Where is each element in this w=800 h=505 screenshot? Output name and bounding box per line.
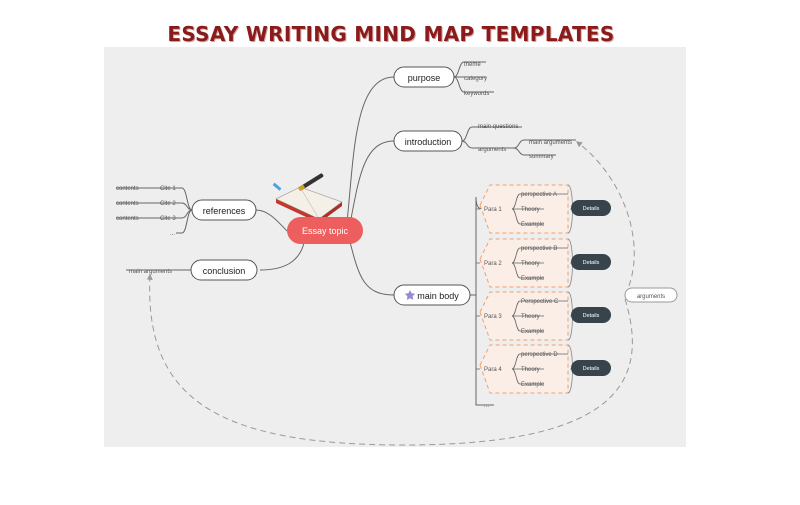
para-example: Example <box>521 382 545 388</box>
para-label: Para 4 <box>484 367 502 373</box>
branch-references <box>255 209 288 232</box>
para-label: Para 2 <box>484 261 502 267</box>
central-topic-node[interactable] <box>287 217 363 244</box>
main-body-ellipsis: ... <box>484 403 489 409</box>
para-connectors <box>476 247 568 279</box>
para-example: Example <box>521 276 545 282</box>
intro-main-arguments: main arguments <box>529 140 572 146</box>
details-button[interactable] <box>571 360 611 376</box>
details-label: Details <box>583 366 600 372</box>
star-icon <box>404 290 416 300</box>
purpose-label: purpose <box>408 73 441 83</box>
para-perspective: perspective A <box>521 192 557 198</box>
book-pen-icon <box>272 173 343 223</box>
intro-arguments: arguments <box>478 147 506 153</box>
branch-main-body <box>349 241 395 296</box>
para-connectors <box>476 353 568 385</box>
para-perspective: perspective D <box>521 352 558 358</box>
introduction-node[interactable] <box>393 130 463 152</box>
ref-ellipsis: ... <box>170 231 175 237</box>
para-theory: Theory <box>521 367 540 373</box>
references-label: references <box>203 206 246 216</box>
main-body-label: main body <box>417 291 459 301</box>
intro-main-questions: main questions <box>478 124 518 130</box>
details-label: Details <box>583 206 600 212</box>
ref-cite-1: Cite 1 <box>160 186 176 192</box>
conclusion-label: conclusion <box>203 266 246 276</box>
details-button[interactable] <box>571 200 611 216</box>
details-label: Details <box>583 313 600 319</box>
ref-contents-2: contents <box>116 201 139 207</box>
purpose-node[interactable] <box>393 66 455 88</box>
branch-introduction <box>349 140 395 225</box>
loop-arrow-intro <box>576 141 635 296</box>
arguments-label: arguments <box>637 294 665 300</box>
para-connectors <box>476 193 568 225</box>
purpose-child-keywords: keywords <box>464 91 489 97</box>
para-theory: Theory <box>521 314 540 320</box>
details-button[interactable] <box>571 307 611 323</box>
main-body-node[interactable] <box>393 284 471 306</box>
para-theory: Theory <box>521 261 540 267</box>
details-label: Details <box>583 260 600 266</box>
para-theory: Theory <box>521 207 540 213</box>
para-perspective: perspective B <box>521 246 557 252</box>
branch-conclusion <box>259 242 305 271</box>
conclusion-node[interactable] <box>190 259 258 281</box>
references-node[interactable] <box>191 199 257 221</box>
ref-cite-2: Cite 2 <box>160 201 176 207</box>
arguments-node[interactable] <box>624 287 678 303</box>
conclusion-main-arguments: main arguments <box>129 269 172 275</box>
para-perspective: Perspective C <box>521 299 559 305</box>
para-label: Para 1 <box>484 207 502 213</box>
purpose-child-category: category <box>464 76 487 82</box>
para-label: Para 3 <box>484 314 502 320</box>
intro-summary: summary <box>529 154 554 160</box>
para-example: Example <box>521 329 545 335</box>
purpose-child-theme: theme <box>464 62 481 68</box>
central-topic-label: Essay topic <box>302 226 349 236</box>
ref-contents-1: contents <box>116 186 139 192</box>
loop-arrow-conclusion <box>146 273 633 446</box>
para-connectors <box>476 300 568 332</box>
page-title: ESSAY WRITING MIND MAP TEMPLATES <box>167 22 615 46</box>
details-button[interactable] <box>571 254 611 270</box>
para-example: Example <box>521 222 545 228</box>
ref-cite-3: Cite 3 <box>160 216 176 222</box>
introduction-label: introduction <box>405 137 452 147</box>
ref-contents-3: contents <box>116 216 139 222</box>
branch-purpose <box>346 76 395 223</box>
